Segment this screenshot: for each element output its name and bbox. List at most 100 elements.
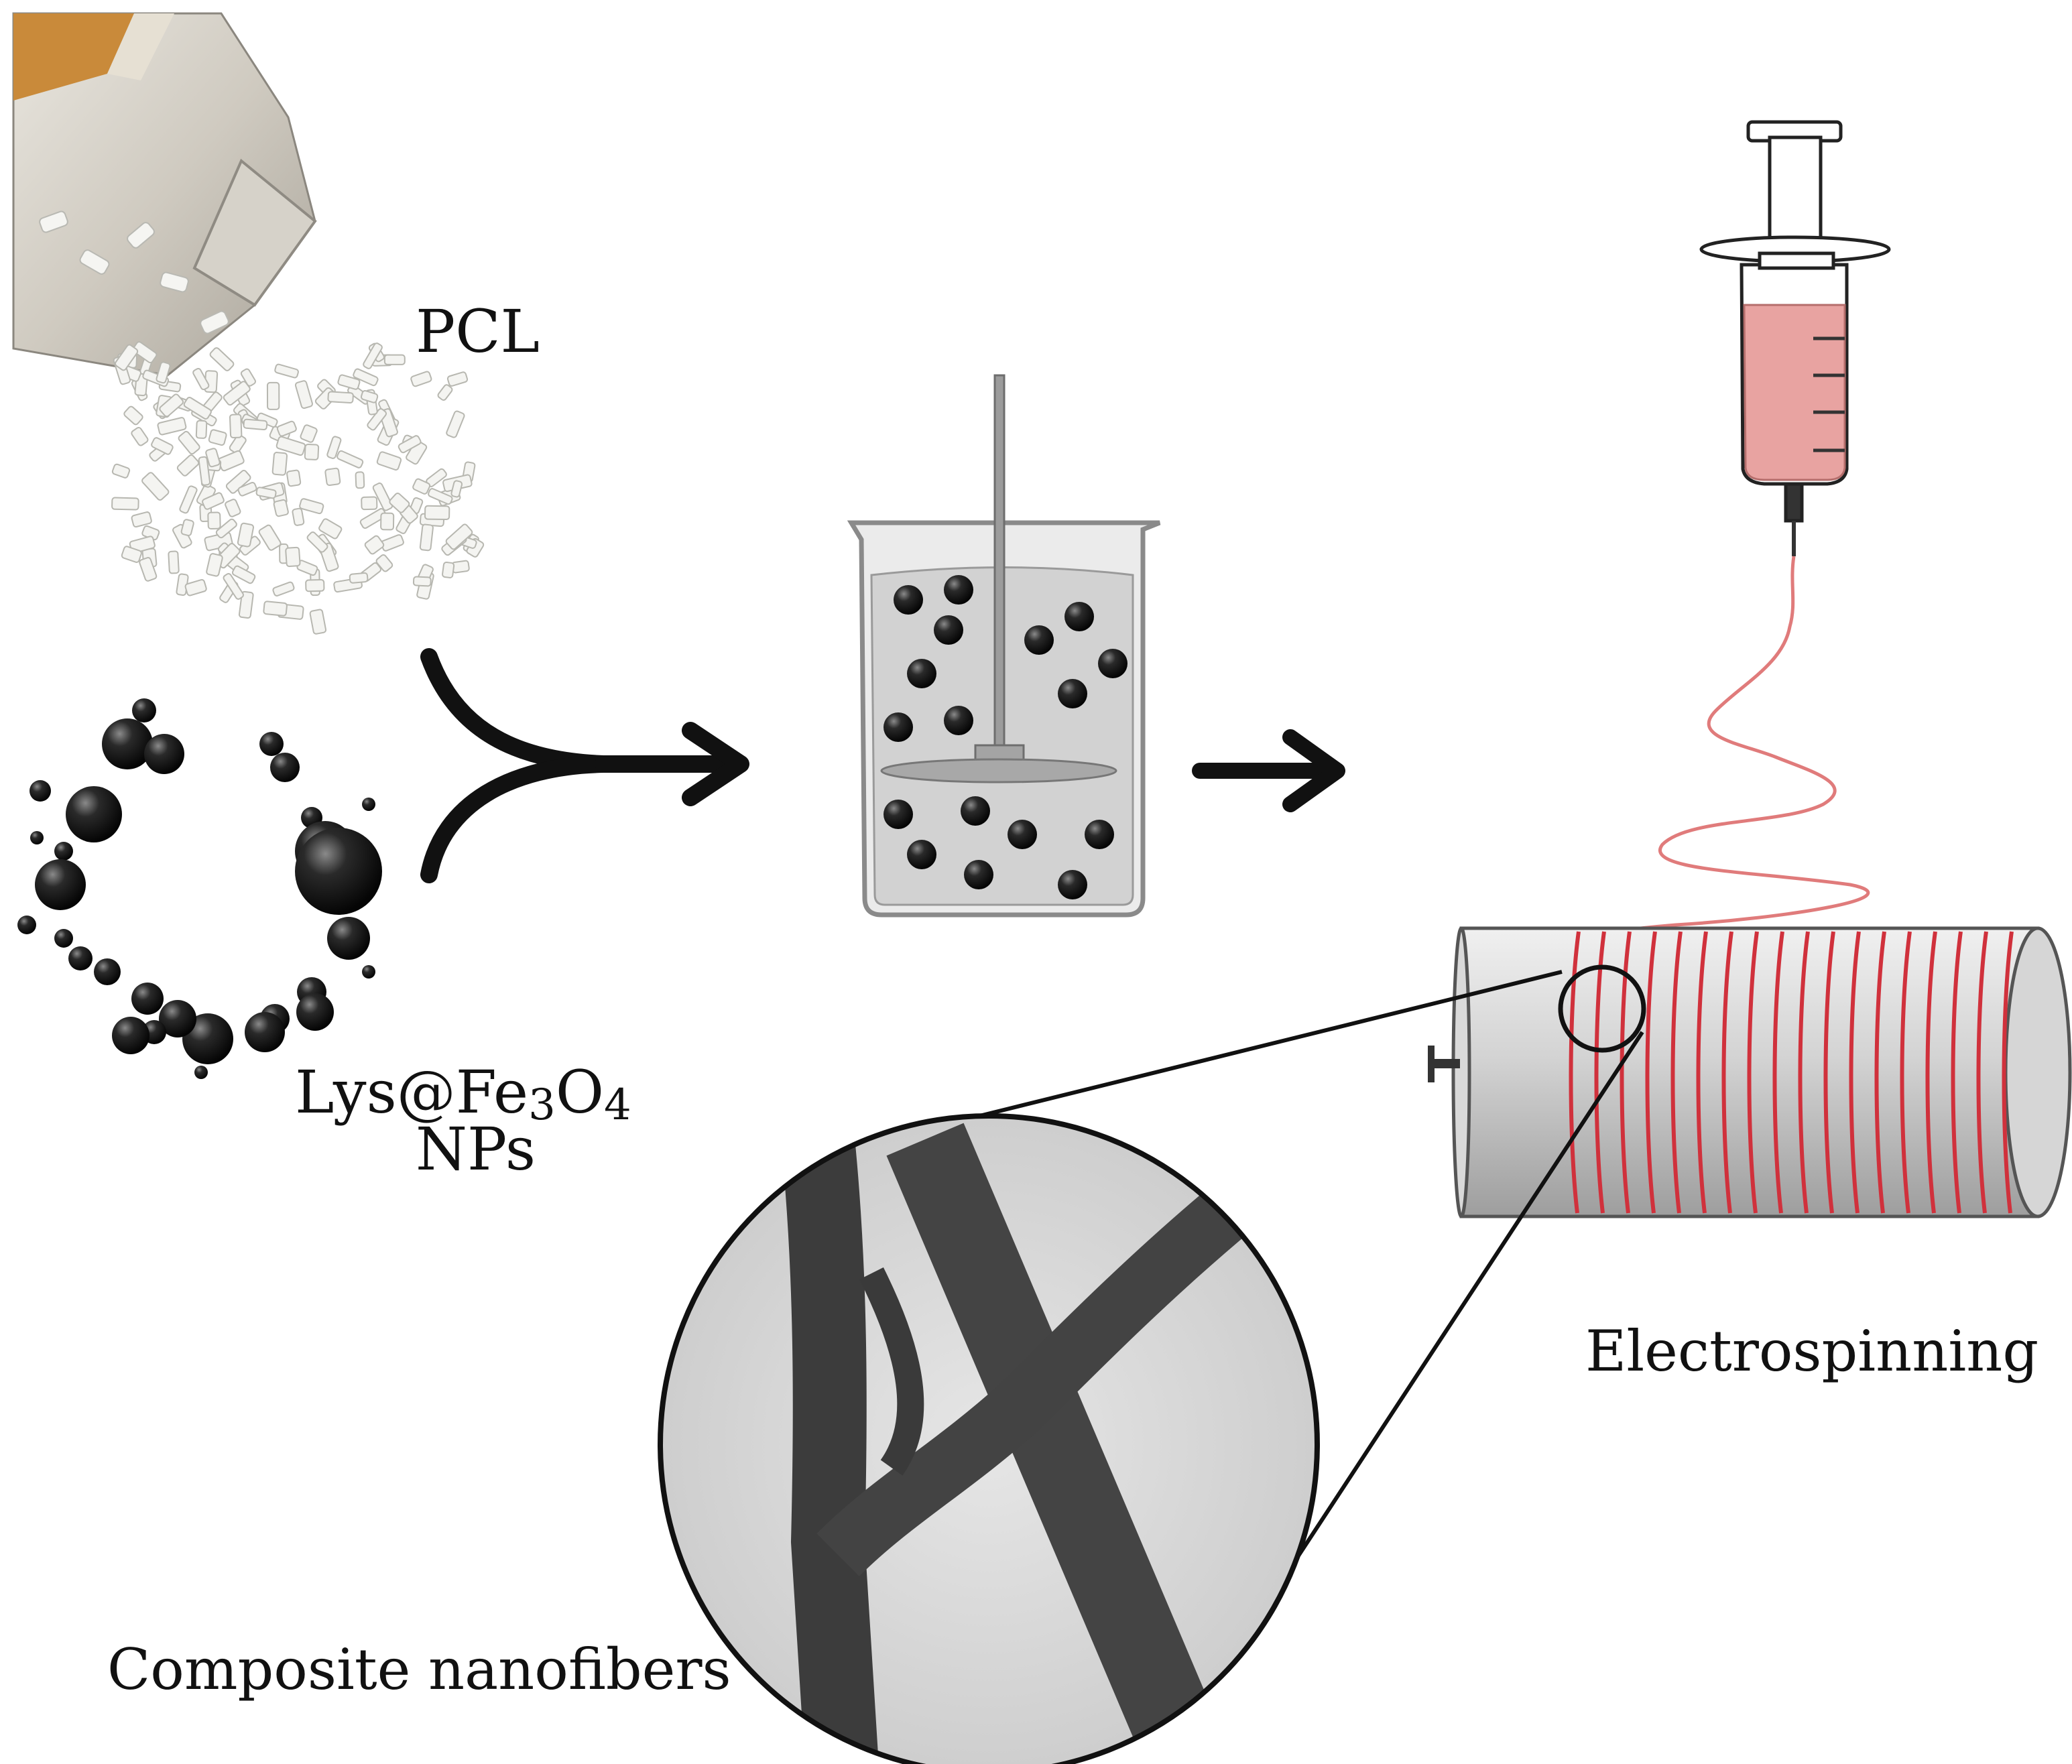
syringe-icon [1699,120,1891,556]
pcl-pellet [337,374,361,390]
pcl-pellet [299,498,324,515]
pcl-pellet [294,380,314,410]
pcl-pellet [361,496,378,511]
fiber-wrap [2002,931,2014,1214]
nanoparticle [362,798,375,811]
pcl-pellet [217,450,245,472]
pcl-pellet [223,573,244,600]
fiber-wrap [1900,931,1912,1214]
nanoparticle [944,575,973,605]
pcl-pellet [205,448,221,468]
collector-drum-icon [1428,926,2072,1218]
pcl-pellet [198,456,211,486]
pcl-pellet [263,601,288,617]
nanoparticle [934,615,963,645]
nanoparticle [944,706,973,735]
pcl-pellet [272,581,295,596]
fiber-wrap [1645,931,1657,1214]
pcl-pellet [424,505,450,521]
pcl-pellet [380,534,404,552]
pcl-pellet [131,511,152,528]
pcl-pellet [237,482,257,497]
nanoparticle [54,929,73,948]
nanoparticle [907,840,936,869]
pcl-jar-icon [12,12,317,377]
pcl-pellet [419,523,434,552]
nanoparticle [259,732,284,756]
fiber-wrap [1594,931,1606,1214]
pcl-pellets [111,341,485,635]
nanoparticle [112,1017,149,1054]
nanoparticle [102,718,153,769]
pcl-pellet [292,507,305,526]
fiber-wrap [1620,931,1632,1214]
pcl-pellet [306,531,328,553]
pcl-pellet [115,344,139,371]
pcl-label: PCL [416,297,540,366]
nanoparticle [131,983,164,1015]
fiber-wrap [1951,931,1963,1214]
pcl-pellet [206,553,223,577]
pcl-pellet [327,391,354,403]
pcl-pellet [305,579,325,592]
pcl-pellet [156,361,171,384]
fiber-wrap [1772,931,1784,1214]
pcl-pellet [168,550,180,574]
nanoparticle [29,780,51,802]
pcl-pellet [389,493,410,513]
pcl-pellet [121,546,142,563]
pcl-pellet [176,454,200,477]
pcl-pellet [300,424,318,443]
pcl-pellet [285,546,301,568]
nanoparticle [907,659,936,688]
nanoparticle [66,786,122,842]
nanoparticle [961,796,990,826]
beaker-stirrer-icon [847,374,1161,918]
pcl-pellet [383,354,406,365]
fiber-wrap [1849,931,1861,1214]
nps-sub-3: 3 [528,1080,556,1130]
pcl-pellet [243,418,268,431]
nps-o: O [556,1058,604,1127]
pcl-pellet [412,478,431,495]
pcl-pellet [372,482,393,511]
nanoparticle-ring-icon [17,698,382,1079]
pcl-pellet [324,467,341,487]
nps-label-line2: NPs [416,1115,536,1184]
nanoparticle [362,965,375,979]
nanoparticle [17,916,36,934]
pcl-pellet [276,436,306,456]
pcl-pellet [450,480,463,498]
pcl-pellet [215,518,237,539]
pcl-pellet [131,426,149,446]
nanoparticle [894,585,923,615]
nanoparticle [30,831,44,844]
pcl-pellet [209,347,235,371]
pcl-pellet [123,405,143,426]
pcl-pellet [364,535,385,555]
pcl-pellet [274,363,299,379]
fiber-wrap [1670,931,1683,1214]
fiber-wrap [1874,931,1886,1214]
nanoparticle [144,734,184,774]
composite-nanofibers-label: Composite nanofibers [107,1637,731,1702]
nanoparticle [1064,602,1094,631]
pcl-pellet [240,368,256,387]
zoom-lines [884,970,1644,1590]
pcl-pellet [445,523,473,550]
nanoparticle [296,993,334,1031]
pcl-pellet [349,572,369,584]
pcl-pellet [180,519,194,536]
pcl-pellet [276,420,297,437]
pcl-pellet [446,371,469,387]
pcl-pellet [207,511,221,530]
pcl-pellet [273,499,289,517]
pcl-pellet [195,420,208,439]
nanoparticle [1024,625,1054,655]
zoom-region-marker [1558,964,1646,1053]
fiber-wrap [1925,931,1937,1214]
pcl-pellet [337,450,364,468]
nanoparticle [1098,649,1128,678]
nanoparticle [295,828,382,915]
nanoparticle [54,842,73,861]
